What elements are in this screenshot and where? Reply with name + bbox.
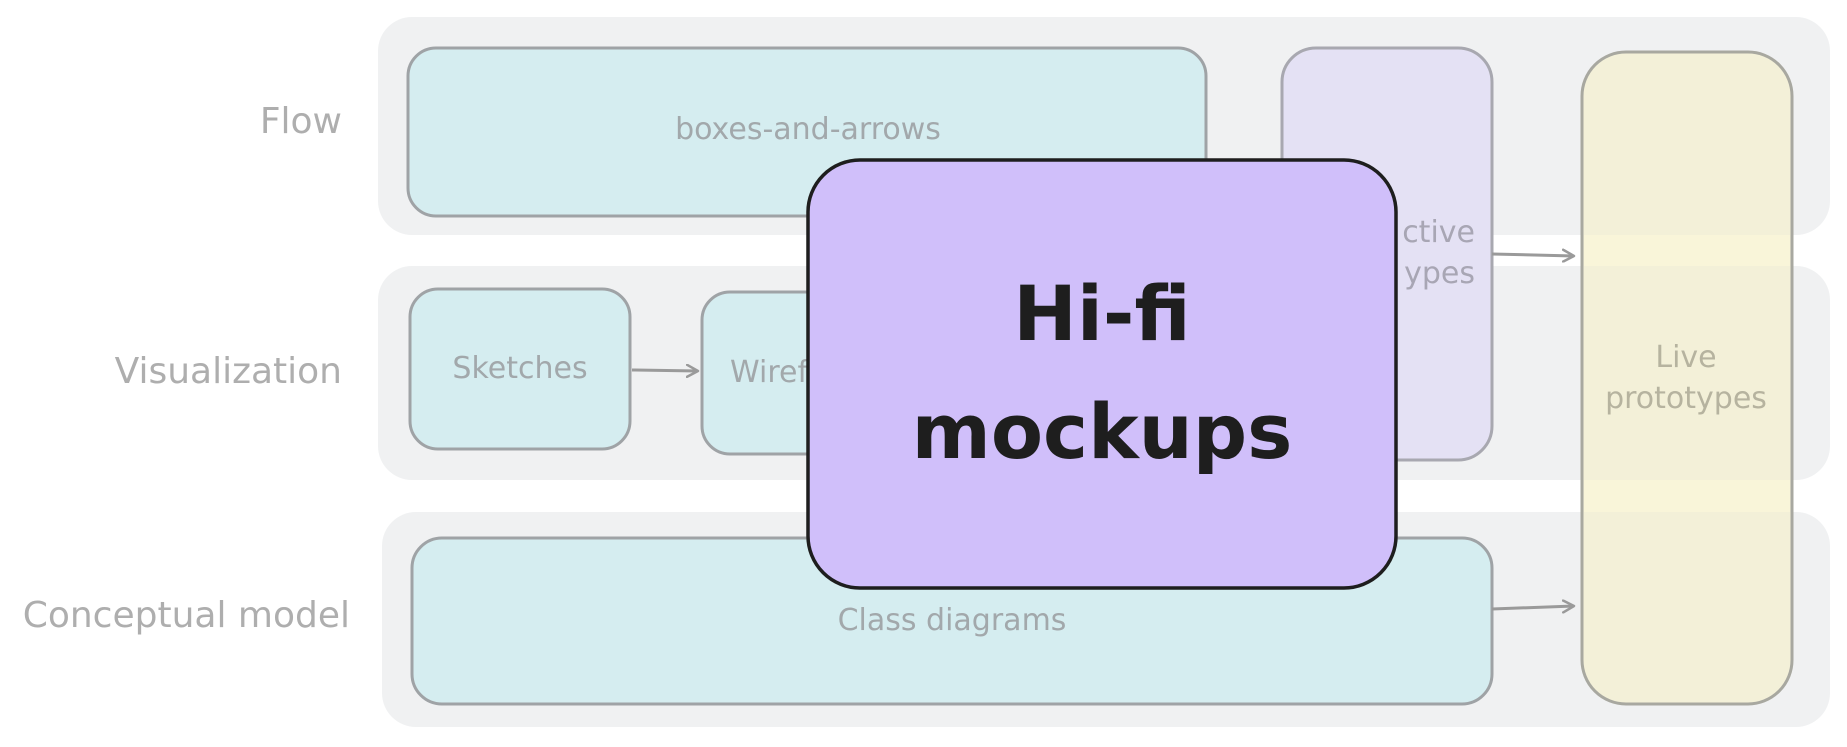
box-hifi-mockups-label-line2: mockups: [912, 387, 1293, 476]
box-sketches[interactable]: [408, 287, 632, 451]
arrow-class-diagrams-to-live: [1491, 606, 1574, 609]
arrow-interactive-to-live: [1491, 254, 1574, 256]
box-boxes-and-arrows-label: boxes-and-arrows: [675, 112, 941, 147]
box-live-prototypes-label-line1: Live: [1655, 340, 1716, 375]
box-live-prototypes-label-line2: prototypes: [1605, 381, 1767, 416]
live-highlight-band-1: [1584, 235, 1790, 266]
box-hifi-mockups[interactable]: [806, 158, 1398, 590]
live-highlight-band-2: [1584, 480, 1790, 512]
box-class-diagrams-label: Class diagrams: [838, 603, 1067, 638]
lane-label-visualization: Visualization: [115, 351, 342, 392]
box-interactive-prototypes-label-line2: ypes: [1404, 256, 1475, 291]
box-hifi-mockups-label-line1: Hi-fi: [1013, 269, 1191, 358]
box-live-prototypes[interactable]: [1580, 50, 1794, 706]
lane-label-conceptual-model: Conceptual model: [23, 595, 350, 636]
arrow-sketches-to-wireframes: [631, 370, 698, 371]
lane-label-flow: Flow: [260, 101, 342, 142]
box-sketches-label: Sketches: [452, 351, 587, 386]
box-interactive-prototypes-label-line1: ctive: [1402, 215, 1475, 250]
box-wireframes-label: Wiref: [730, 355, 809, 390]
